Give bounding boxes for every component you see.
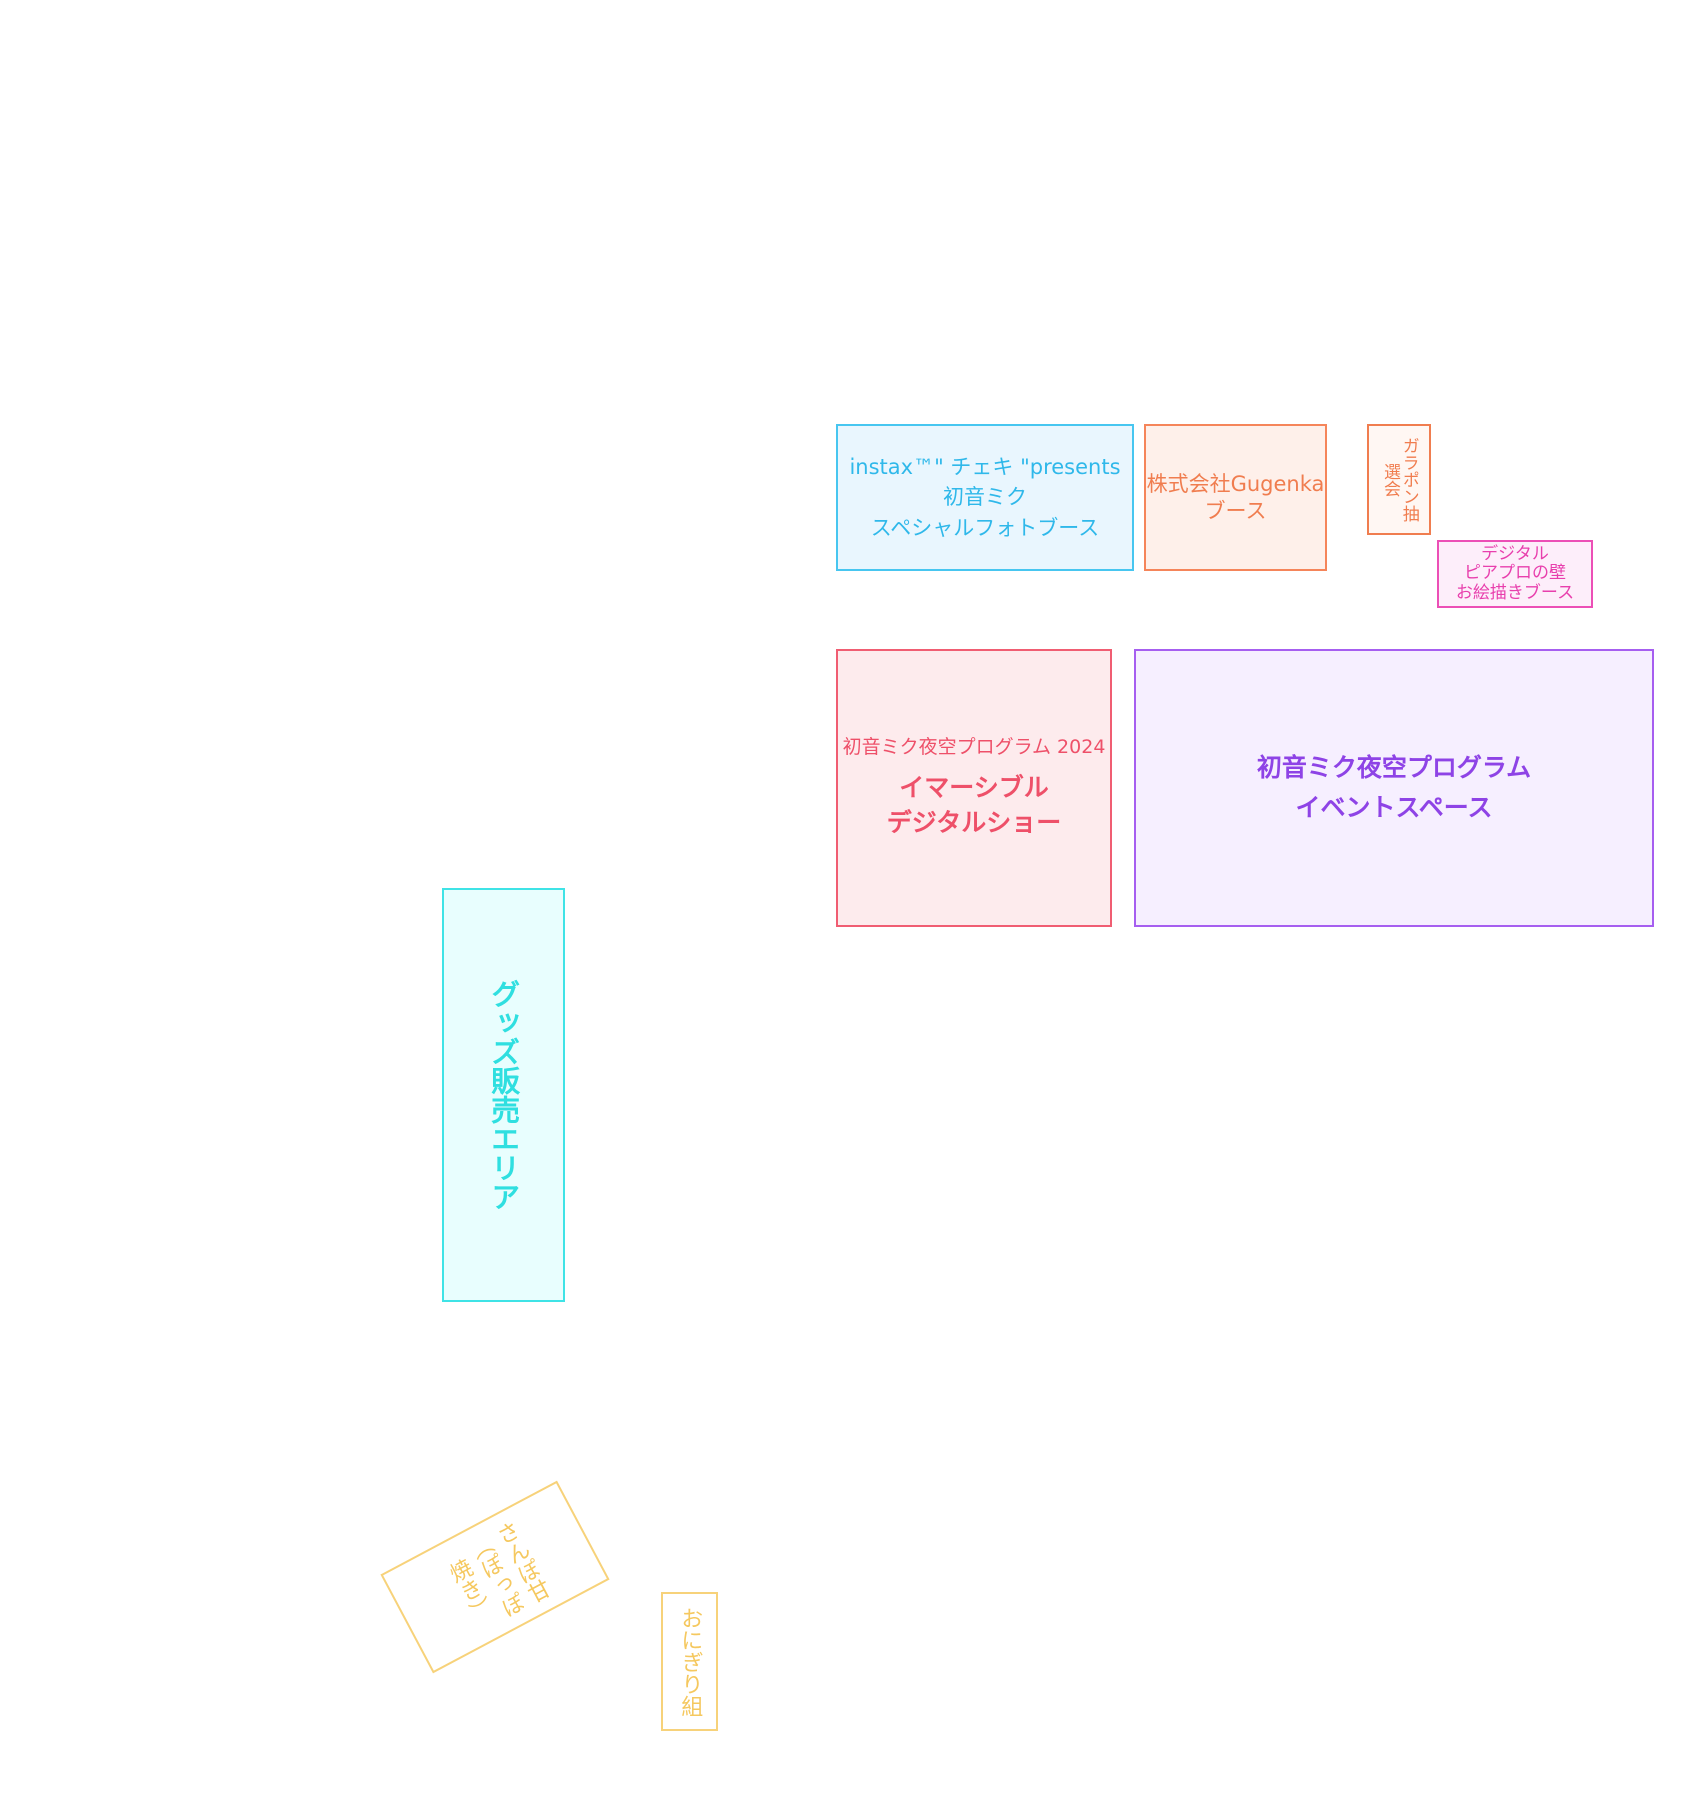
booth-instax-line2: 初音ミク xyxy=(943,485,1027,510)
booth-gacha-label: ガラポン抽選会 xyxy=(1380,437,1419,522)
booth-instax-line3: スペシャルフォトブース xyxy=(870,515,1100,540)
booth-event-line1: 初音ミク夜空プログラム xyxy=(1256,753,1532,782)
booth-immersive-line1: イマーシブル xyxy=(899,772,1049,802)
booth-gugenka-line2: ブース xyxy=(1204,498,1267,523)
booth-onigiri[interactable]: おにぎり組 xyxy=(661,1592,718,1731)
booth-piapro-line2: ピアプロの壁 xyxy=(1464,563,1566,584)
booth-sanpo-ama[interactable]: さんぽ甘（ぽっぽ焼き） xyxy=(380,1480,610,1674)
booth-event-line2: イベントスペース xyxy=(1295,793,1493,822)
booth-sanpo-label: さんぽ甘（ぽっぽ焼き） xyxy=(442,1518,554,1626)
booth-piapro-wall[interactable]: デジタル ピアプロの壁 お絵描きブース xyxy=(1437,540,1593,608)
booth-immersive-subtitle: 初音ミク夜空プログラム 2024 xyxy=(842,736,1106,759)
booth-gugenka-line1: 株式会社Gugenka xyxy=(1146,472,1325,497)
booth-gacha-lottery[interactable]: ガラポン抽選会 xyxy=(1367,424,1431,535)
booth-goods-sales[interactable]: グッズ販売エリア xyxy=(442,888,565,1302)
booth-goods-label: グッズ販売エリア xyxy=(486,979,521,1211)
booth-gugenka[interactable]: 株式会社Gugenka ブース xyxy=(1144,424,1327,571)
booth-instax-line1: instax™" チェキ "presents xyxy=(849,454,1121,479)
booth-instax-photo[interactable]: instax™" チェキ "presents 初音ミク スペシャルフォトブース xyxy=(836,424,1134,571)
booth-event-space[interactable]: 初音ミク夜空プログラム イベントスペース xyxy=(1134,649,1654,927)
booth-onigiri-label: おにぎり組 xyxy=(677,1606,703,1717)
booth-immersive-line2: デジタルショー xyxy=(886,807,1062,837)
booth-immersive-show[interactable]: 初音ミク夜空プログラム 2024 イマーシブル デジタルショー xyxy=(836,649,1112,927)
booth-piapro-line3: お絵描きブース xyxy=(1455,582,1575,603)
booth-piapro-line1: デジタル xyxy=(1481,543,1549,564)
